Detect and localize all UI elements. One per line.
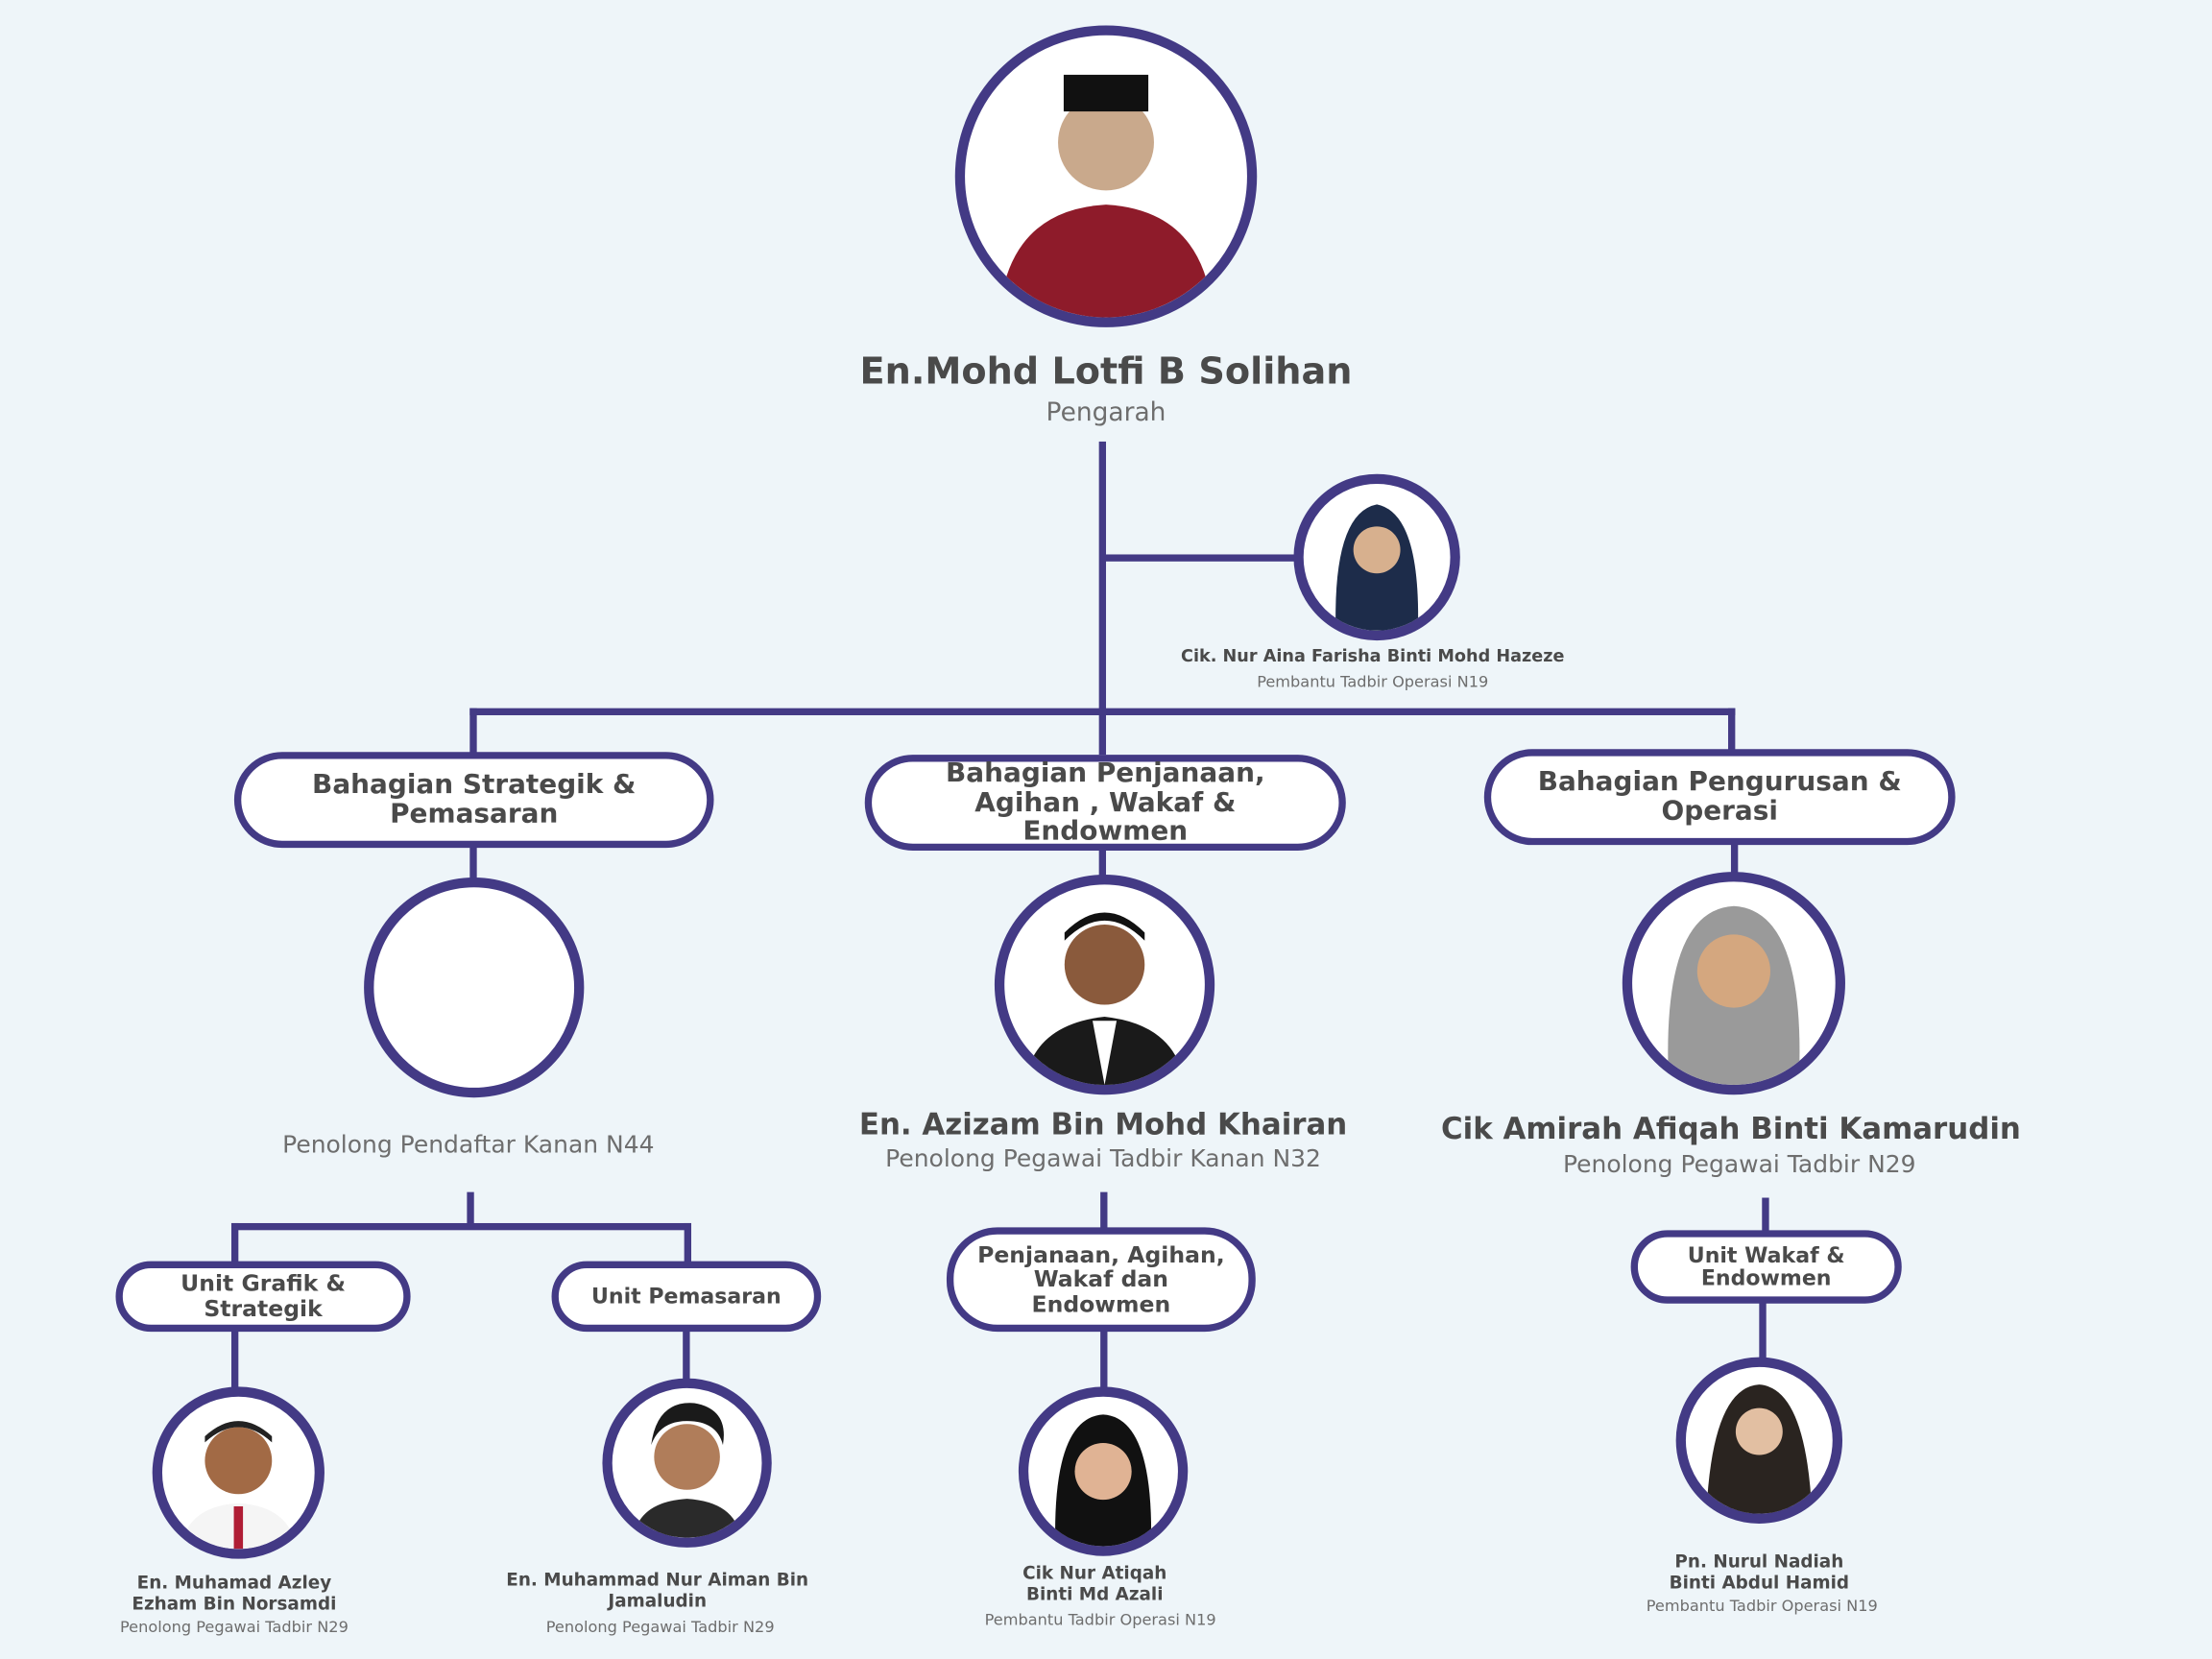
person-icon bbox=[1335, 504, 1419, 631]
connector-line bbox=[1759, 1299, 1767, 1364]
connector-line bbox=[469, 708, 477, 756]
division-penjanaan-agihan[interactable]: Bahagian Penjanaan, Agihan , Wakaf & End… bbox=[864, 755, 1346, 852]
staff-photo bbox=[1018, 1386, 1189, 1556]
staff-photo bbox=[602, 1378, 772, 1548]
connector-line bbox=[1101, 554, 1300, 562]
connector-line bbox=[684, 1222, 692, 1266]
connector-line bbox=[469, 708, 1736, 715]
staff-title: Penolong Pegawai Tadbir N29 bbox=[545, 1618, 775, 1637]
division-head-photo bbox=[1622, 872, 1845, 1095]
secretary-name: Cik. Nur Aina Farisha Binti Mohd Hazeze bbox=[1181, 645, 1565, 666]
division-pengurusan-operasi[interactable]: Bahagian Pengurusan & Operasi bbox=[1483, 749, 1956, 846]
connector-line bbox=[1762, 1197, 1769, 1234]
person-icon bbox=[998, 74, 1214, 318]
secretary-photo bbox=[1293, 473, 1460, 641]
director-title: Pengarah bbox=[1046, 397, 1166, 428]
person-icon bbox=[1668, 905, 1800, 1085]
person-icon bbox=[1055, 1414, 1152, 1547]
unit-pemasaran[interactable]: Unit Pemasaran bbox=[551, 1261, 822, 1333]
connector-line bbox=[1098, 846, 1107, 880]
division-head-title: Penolong Pegawai Tadbir N29 bbox=[1562, 1151, 1916, 1180]
staff-title: Pembantu Tadbir Operasi N19 bbox=[984, 1611, 1216, 1630]
connector-line bbox=[230, 1222, 239, 1266]
secretary-title: Pembantu Tadbir Operasi N19 bbox=[1257, 672, 1489, 692]
connector-line bbox=[1100, 1191, 1108, 1232]
connector-line bbox=[1100, 1327, 1108, 1393]
person-icon bbox=[180, 1421, 297, 1550]
staff-title: Penolong Pegawai Tadbir N29 bbox=[119, 1618, 349, 1637]
division-head-title: Penolong Pendaftar Kanan N44 bbox=[282, 1131, 655, 1160]
division-strategik-pemasaran[interactable]: Bahagian Strategik & Pemasaran bbox=[233, 752, 714, 849]
unit-wakaf-endowmen[interactable]: Unit Wakaf & Endowmen bbox=[1630, 1230, 1902, 1304]
connector-line bbox=[467, 1191, 474, 1229]
division-head-name: Cik Amirah Afiqah Binti Kamarudin bbox=[1440, 1111, 2021, 1146]
staff-photo bbox=[152, 1386, 325, 1559]
connector-line bbox=[1728, 708, 1736, 756]
connector-line bbox=[683, 1327, 690, 1384]
staff-photo bbox=[1675, 1357, 1843, 1524]
connector-line bbox=[230, 1327, 239, 1393]
division-head-title: Penolong Pegawai Tadbir Kanan N32 bbox=[885, 1145, 1321, 1174]
person-icon bbox=[1024, 912, 1186, 1085]
unit-grafik-strategik[interactable]: Unit Grafik & Strategik bbox=[115, 1261, 411, 1333]
person-icon bbox=[633, 1403, 741, 1538]
director-photo bbox=[954, 25, 1258, 327]
division-head-photo bbox=[994, 875, 1215, 1095]
person-icon bbox=[1706, 1384, 1813, 1514]
connector-line bbox=[230, 1222, 692, 1231]
connector-line bbox=[1098, 441, 1107, 756]
director-name: En.Mohd Lotfi B Solihan bbox=[859, 350, 1353, 394]
staff-title: Pembantu Tadbir Operasi N19 bbox=[1646, 1597, 1878, 1616]
connector-line bbox=[1730, 840, 1739, 876]
connector-line bbox=[469, 843, 477, 883]
division-head-name: En. Azizam Bin Mohd Khairan bbox=[858, 1107, 1348, 1142]
division-head-photo-empty bbox=[364, 877, 585, 1098]
unit-penjanaan-agihan-wakaf[interactable]: Penjanaan, Agihan, Wakaf dan Endowmen bbox=[946, 1227, 1256, 1333]
